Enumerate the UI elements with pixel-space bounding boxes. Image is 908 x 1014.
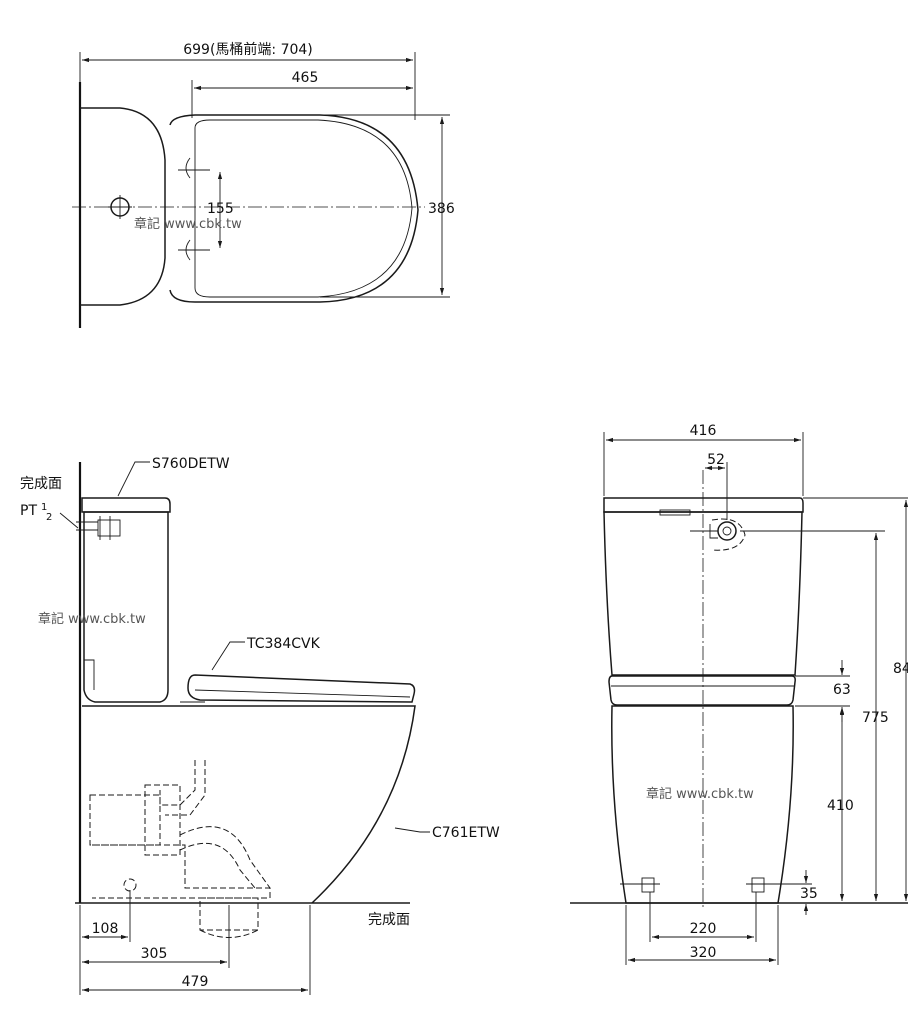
tank-outline-top	[80, 107, 166, 306]
label-pt: PT	[20, 503, 37, 519]
dim-84x: 84	[893, 661, 908, 677]
seat-outline-side	[187, 674, 416, 703]
label-pt-denominator: 2	[46, 512, 52, 523]
front-view: 416 52 63 775 84 410 35 220 320 章記 www.c…	[570, 423, 908, 965]
watermark-front: 章記 www.cbk.tw	[646, 786, 754, 802]
label-bowl-model: C761ETW	[432, 825, 500, 841]
label-seat-model: TC384CVK	[246, 636, 321, 652]
dim-52: 52	[707, 452, 725, 468]
bowl-outline-top	[169, 114, 419, 303]
seat-outline-top	[194, 119, 413, 298]
dim-416: 416	[690, 423, 717, 439]
dim-overall-length: 699(馬桶前端: 704)	[183, 41, 313, 58]
dim-305: 305	[141, 946, 168, 962]
dim-seat-length: 465	[292, 70, 319, 86]
tank-outline-side	[83, 511, 169, 703]
tank-outline-front	[603, 511, 803, 676]
dim-320: 320	[690, 945, 717, 961]
bowl-outline-front	[611, 705, 794, 904]
label-pt-numerator: 1	[41, 502, 47, 513]
dim-775: 775	[862, 710, 889, 726]
dim-width: 386	[428, 201, 455, 217]
dim-108: 108	[92, 921, 119, 937]
dim-63: 63	[833, 682, 851, 698]
label-finish-wall: 完成面	[20, 476, 62, 492]
bowl-outline-side	[82, 705, 416, 904]
watermark-top: 章記 www.cbk.tw	[134, 216, 242, 232]
dim-35: 35	[800, 886, 818, 902]
side-view: 完成面 PT 1 2 S760DETW TC384CVK C761ETW 完成面…	[20, 456, 500, 995]
dim-410: 410	[827, 798, 854, 814]
dim-hole-spacing: 155	[207, 201, 234, 217]
dim-220: 220	[690, 921, 717, 937]
top-view: 699(馬桶前端: 704) 465 155 386 章記 www.cbk.tw	[72, 41, 455, 328]
label-tank-model: S760DETW	[152, 456, 230, 472]
watermark-side: 章記 www.cbk.tw	[38, 611, 146, 627]
label-finish-floor: 完成面	[368, 912, 410, 928]
dim-479: 479	[182, 974, 209, 990]
